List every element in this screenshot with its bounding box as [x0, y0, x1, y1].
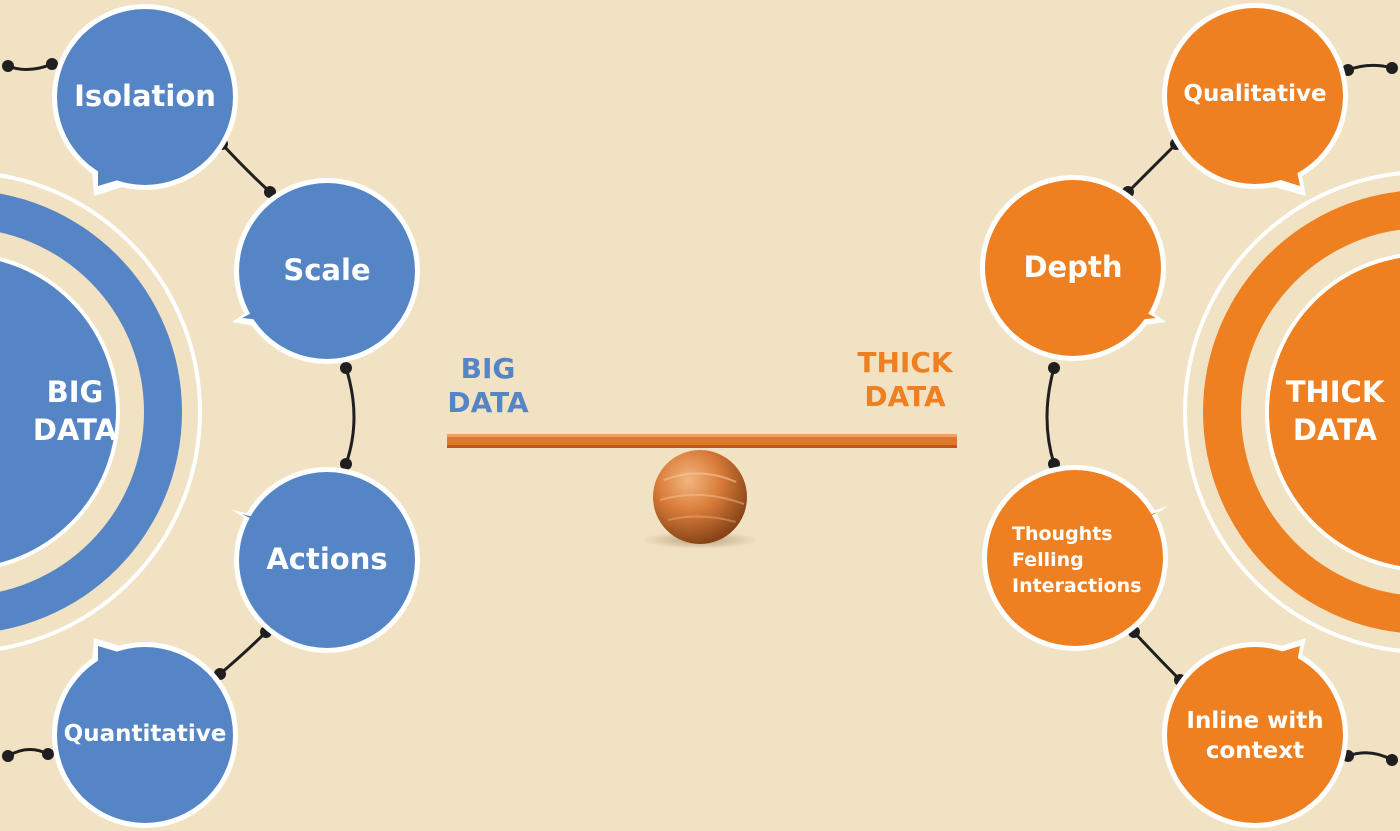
balance-left-label: BIG DATA [447, 352, 529, 420]
balance-scale [447, 434, 957, 549]
big-data-hub-label: BIG DATA [32, 375, 118, 447]
node-isolation-label: Isolation [74, 79, 216, 114]
connector-isolation-edge [7, 62, 53, 71]
big-data-core [0, 261, 116, 563]
big-data-outer-ring-outline [0, 173, 202, 651]
connector-actions-quantitative [219, 630, 268, 676]
node-quantitative [52, 638, 238, 828]
connector-qualitative-depth [1126, 142, 1178, 194]
balance-beam-highlight [447, 434, 957, 437]
thick-data-core [1269, 258, 1400, 566]
thick-data-outer-ring-outline [1183, 171, 1400, 653]
node-qualitative [1162, 3, 1348, 196]
connector-inline-edge [1347, 751, 1393, 762]
node-actions-label: Actions [266, 542, 388, 577]
connector-isolation-scale [220, 142, 272, 194]
node-thoughts [982, 465, 1168, 651]
balance-beam [447, 434, 957, 448]
balance-right-label: THICK DATA [857, 346, 953, 414]
thick-data-hub [1183, 171, 1400, 653]
connector-scale-actions [344, 367, 356, 465]
connector-thoughts-inline [1132, 630, 1182, 682]
node-actions [232, 467, 420, 653]
connector-qualitative-edge [1347, 63, 1393, 72]
big-data-hub [0, 173, 202, 651]
node-inline-context-label: Inline with context [1186, 708, 1324, 764]
node-thoughts-label: Thoughts Felling Interactions [1012, 522, 1142, 598]
node-quantitative-label: Quantitative [63, 721, 227, 748]
connector-depth-thoughts [1045, 367, 1056, 465]
connector-quantitative-edge [7, 748, 49, 758]
node-depth-label: Depth [1023, 250, 1123, 285]
node-isolation [52, 4, 238, 196]
node-scale [232, 178, 420, 364]
node-depth [980, 175, 1166, 361]
balance-beam-shade [447, 445, 957, 448]
thick-data-hub-label: THICK DATA [1285, 375, 1385, 447]
node-inline-context [1162, 638, 1348, 828]
node-qualitative-label: Qualitative [1183, 81, 1327, 108]
node-scale-label: Scale [283, 253, 371, 288]
balance-ball [653, 450, 747, 544]
